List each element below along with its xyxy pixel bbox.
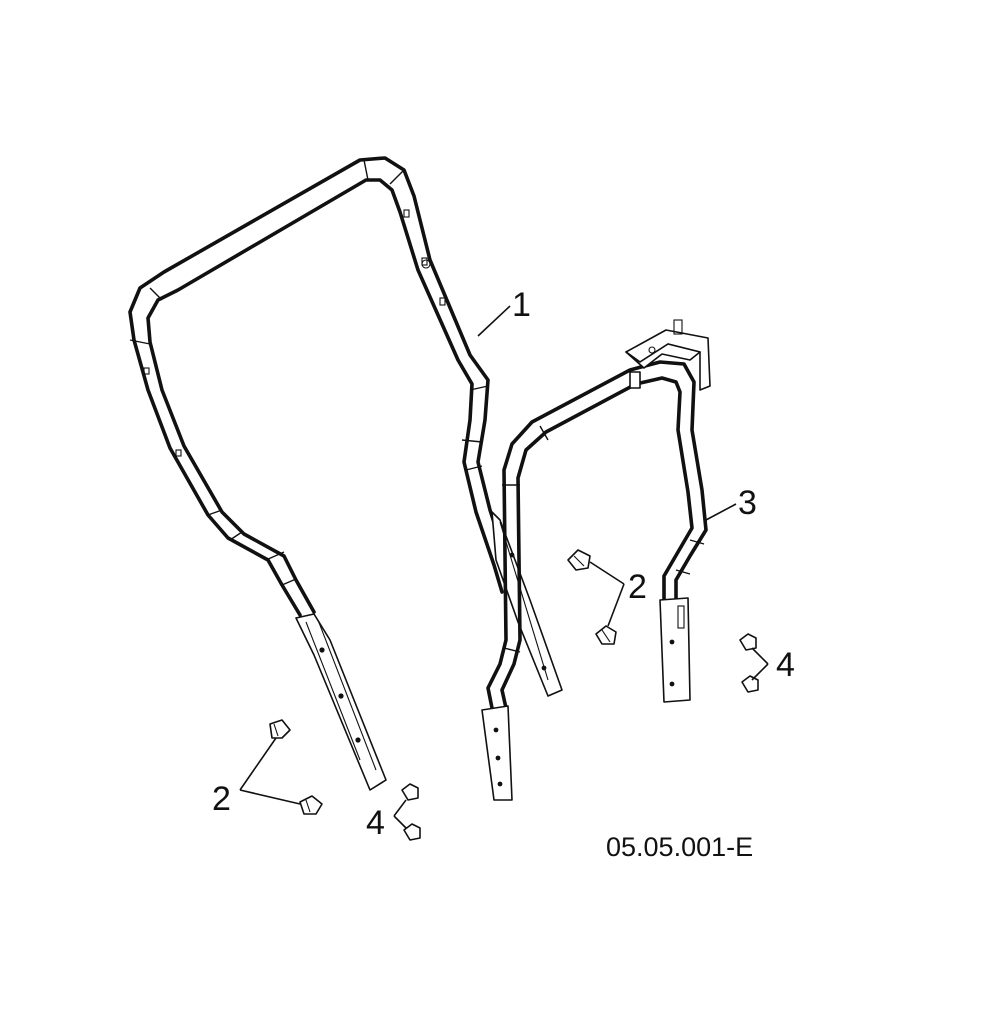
nut-icon [741, 675, 759, 693]
callout-part-4-right: 4 [776, 646, 795, 684]
nut-set-right [739, 633, 769, 693]
nut-icon [401, 783, 419, 801]
bolt-icon [269, 719, 291, 739]
bolt-set-right [567, 549, 625, 645]
nut-set-left [393, 783, 421, 841]
bolt-icon [567, 549, 591, 571]
callout-part-2-right: 2 [628, 568, 647, 606]
nut-icon [403, 823, 421, 841]
lower-handle-frame [481, 319, 737, 801]
bolt-set-left [239, 719, 323, 815]
callout-part-4-left: 4 [366, 804, 385, 842]
callout-part-2-left: 2 [212, 780, 231, 818]
upper-handle-frame [128, 156, 563, 791]
callout-part-3: 3 [738, 484, 757, 522]
bolt-icon [299, 795, 323, 815]
drawing-code: 05.05.001-E [606, 832, 753, 862]
callout-part-1: 1 [512, 286, 531, 324]
bolt-icon [595, 625, 617, 645]
nut-icon [739, 633, 757, 651]
